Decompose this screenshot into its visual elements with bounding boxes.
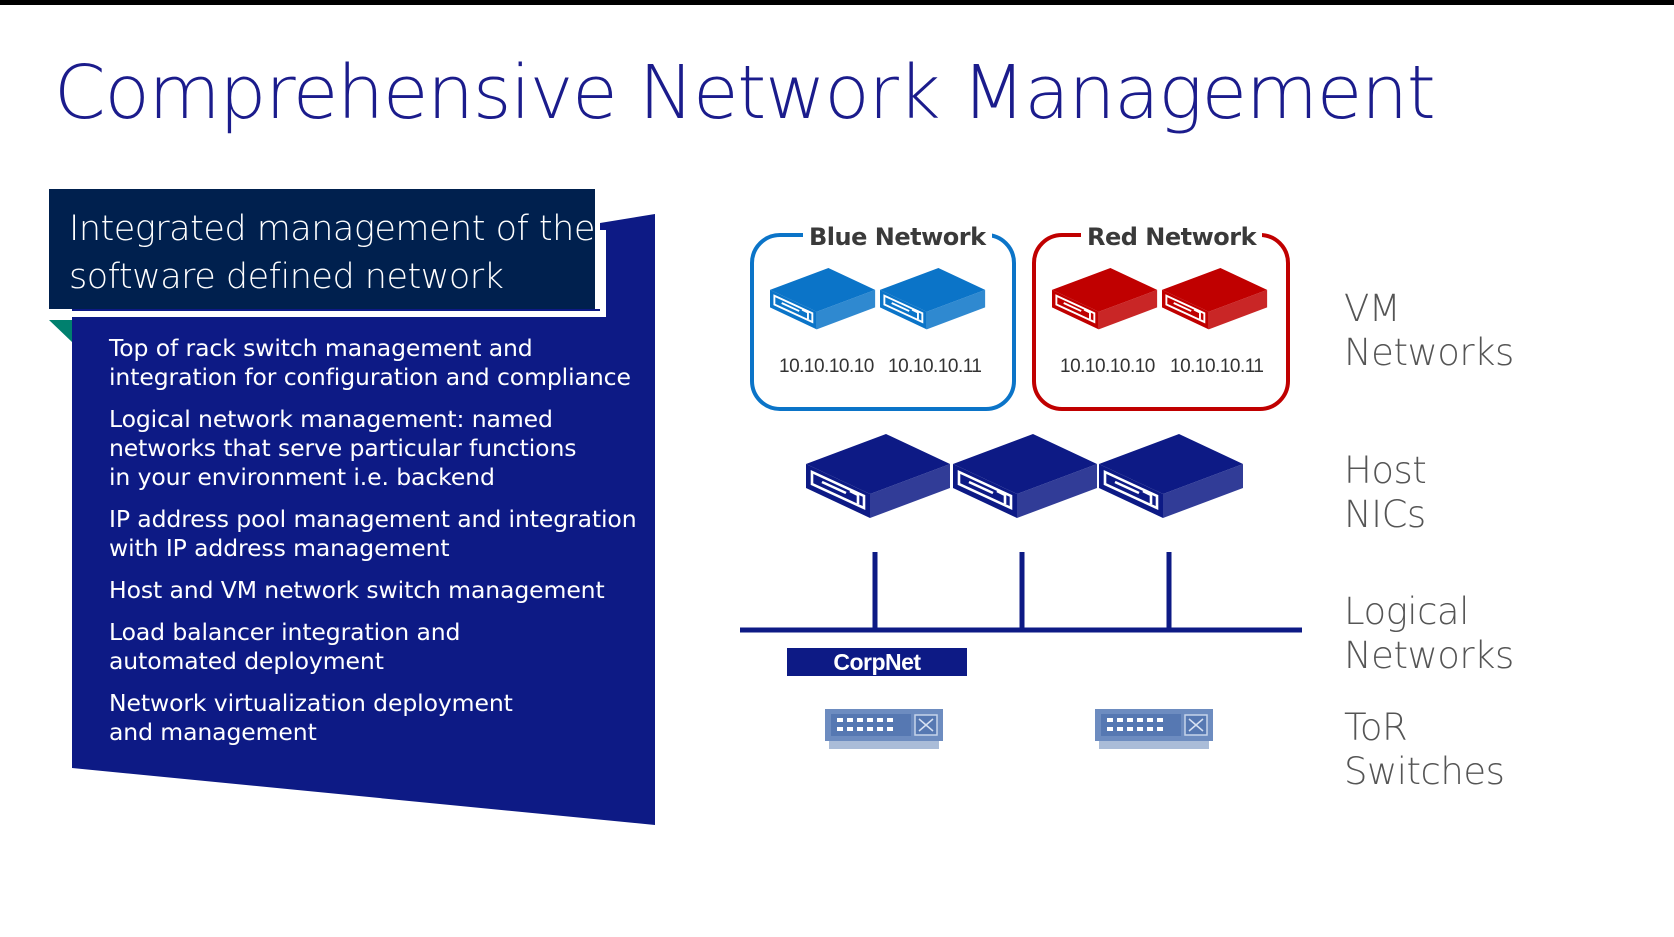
list-item: Host and VM network switch management [109,576,605,604]
ip-label: 10.10.10.10 [1060,356,1155,377]
layer-label-logical-networks: Logical Networks [1344,590,1514,677]
callout-line-1: Integrated management of the [69,209,595,249]
blue-network-frame [750,233,1016,411]
panel-white-edge [49,230,606,317]
switch-icon [1094,708,1214,750]
logical-network-label: CorpNet [787,648,967,676]
ip-label: 10.10.10.11 [1170,356,1264,377]
ip-label: 10.10.10.11 [888,356,982,377]
layer-label-vm-networks: VM Networks [1344,287,1514,374]
list-item: Load balancer integration and automated … [109,618,461,675]
list-item: IP address pool management and integrati… [109,505,637,562]
teal-corner [49,320,72,342]
top-bar [0,0,1674,5]
server-icon [804,432,952,520]
callout-line-2: software defined network [69,257,504,297]
switch-icon [824,708,944,750]
server-icon [1097,432,1245,520]
list-item: Top of rack switch management and integr… [109,334,631,391]
layer-label-tor-switches: ToR Switches [1344,706,1505,793]
slide-title: Comprehensive Network Management [54,50,1436,136]
panel-shape [72,214,655,825]
server-icon [879,267,987,331]
server-icon [1161,267,1269,331]
layer-label-host-nics: Host NICs [1344,449,1427,536]
list-item: Network virtualization deployment and ma… [109,689,513,746]
server-icon [1051,267,1159,331]
list-item: Logical network management: named networ… [109,405,577,491]
red-network-frame [1032,233,1290,411]
red-network-title: Red Network [1081,223,1263,251]
server-icon [769,267,877,331]
ip-label: 10.10.10.10 [779,356,874,377]
blue-network-title: Blue Network [803,223,992,251]
server-icon [951,432,1099,520]
callout-box: Integrated management of the software de… [49,189,595,309]
feature-list: Top of rack switch management and integr… [109,334,649,760]
